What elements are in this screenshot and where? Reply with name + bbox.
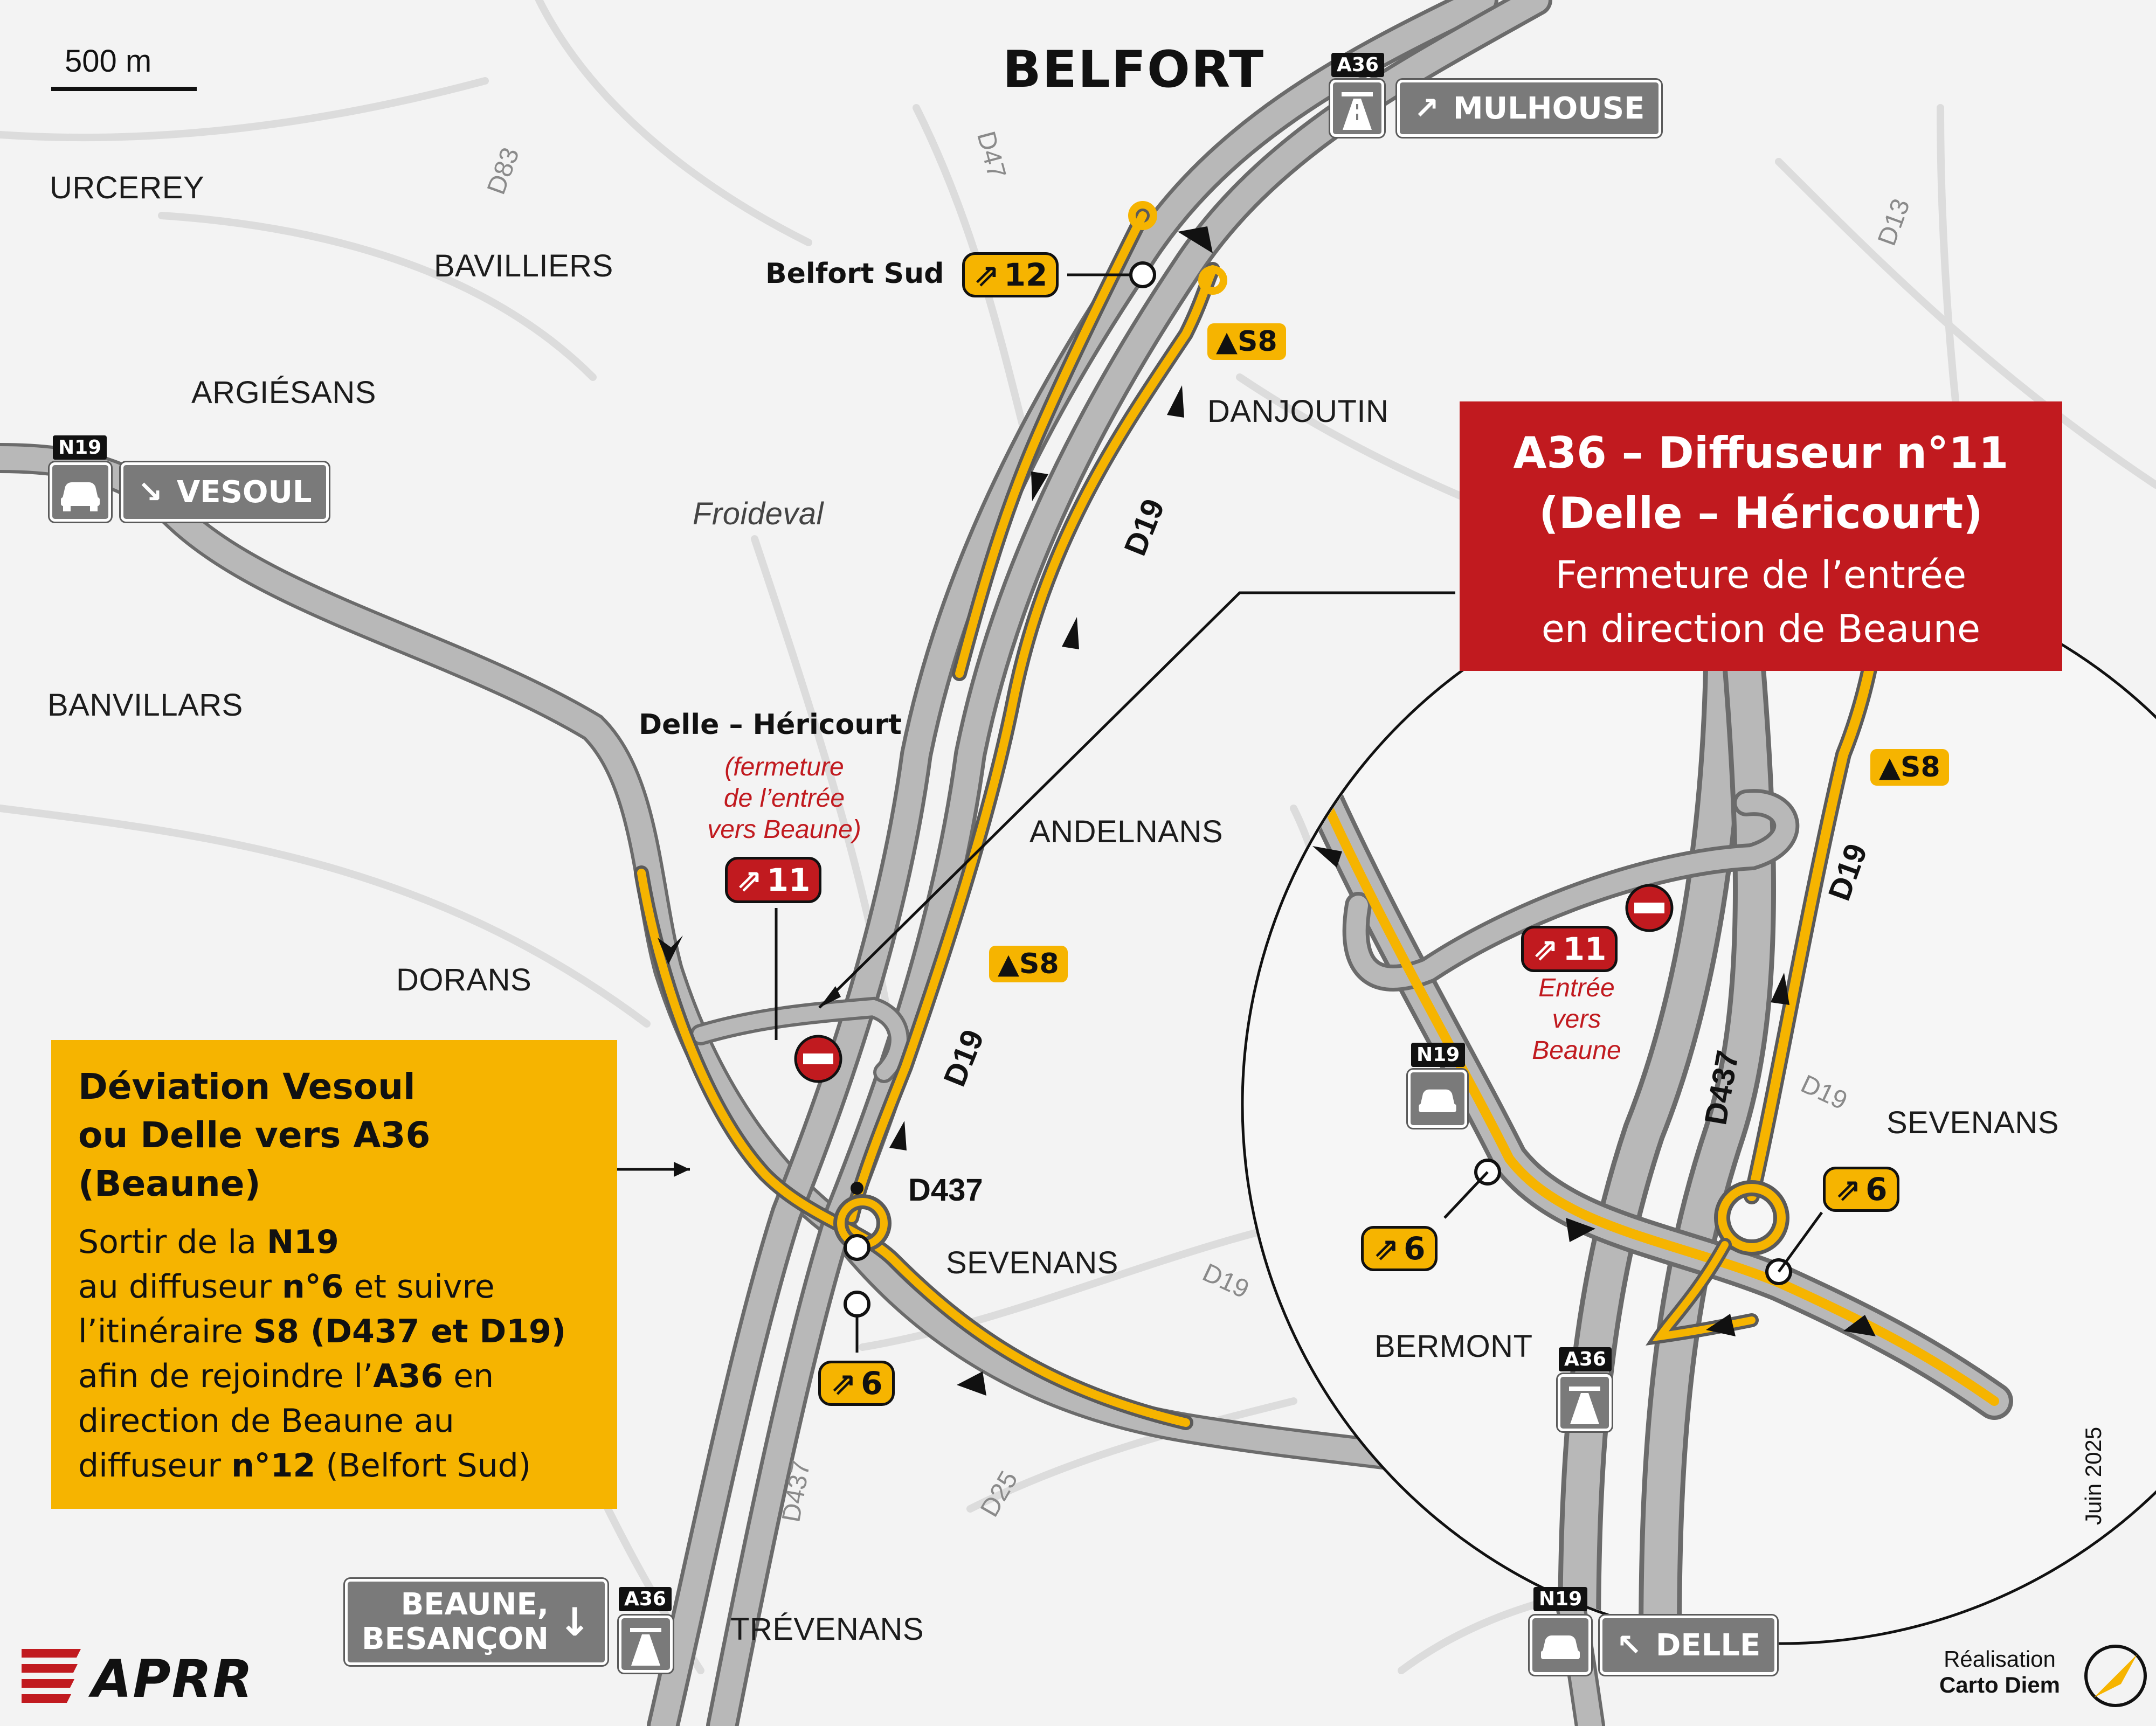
- exit-12-badge: ⇗12: [962, 252, 1059, 297]
- place-argiesans: ARGIÉSANS: [191, 375, 376, 410]
- road-d437-label: D437: [908, 1173, 983, 1208]
- detour-body: Sortir de la N19 au diffuseur n°6 et sui…: [78, 1223, 566, 1485]
- credit: Réalisation Carto Diem: [1939, 1646, 2061, 1697]
- a36-tag-north: A36: [1331, 53, 1384, 77]
- inset-circle: [1241, 564, 2156, 1645]
- place-froideval: Froideval: [693, 496, 824, 531]
- exit-6-badge-inset-right: ⇗6: [1823, 1167, 1899, 1212]
- junction-markers: [844, 261, 1156, 1318]
- place-sevenans: SEVENANS: [946, 1245, 1118, 1280]
- a36-motorway: [647, 0, 1552, 1726]
- place-banvillars: BANVILLARS: [47, 688, 243, 723]
- delle-hericourt-title: Delle – Héricourt: [639, 709, 902, 741]
- car-icon: [50, 462, 111, 522]
- detour-title-line1: Déviation Vesoul: [78, 1066, 416, 1107]
- motorway-icon-inset: [1558, 1374, 1612, 1431]
- triangle-up-icon: ▲: [1216, 325, 1238, 358]
- closure-subtitle-line1: Fermeture de l’entrée: [1555, 553, 1967, 597]
- place-bermont: BERMONT: [1374, 1329, 1533, 1364]
- n19-tag-south: N19: [1533, 1587, 1588, 1611]
- n19-tag-inset: N19: [1411, 1043, 1466, 1067]
- closure-title-line1: A36 – Diffuseur n°11: [1513, 428, 2009, 478]
- arrow-down-right-icon: ↘: [137, 474, 163, 510]
- s8-badge-mid: ▲S8: [989, 946, 1068, 982]
- detour-title-line3: (Beaune): [78, 1163, 261, 1204]
- destination-delle: ↖DELLE: [1600, 1616, 1778, 1675]
- inset-entry-note: Entrée vers Beaune: [1532, 974, 1621, 1065]
- closure-title-line2: (Delle – Héricourt): [1539, 488, 1983, 538]
- exit-6-badge-inset-left: ⇗6: [1361, 1226, 1438, 1271]
- destination-mulhouse: ↗MULHOUSE: [1397, 80, 1662, 137]
- motorway-icon: [1330, 80, 1384, 137]
- exit-6-badge: ⇗6: [818, 1361, 895, 1406]
- exit11-interchange: [690, 996, 910, 1083]
- belfort-sud-label: Belfort Sud: [765, 258, 944, 290]
- aprr-logo-mark: [22, 1649, 81, 1703]
- arrow-down-icon: ↓: [558, 1599, 591, 1645]
- arrow-up-right-icon: ↗: [1414, 91, 1439, 126]
- a36-tag-inset: A36: [1559, 1347, 1612, 1371]
- detour-box: Déviation Vesoul ou Delle vers A36 (Beau…: [51, 1040, 617, 1509]
- a36-tag-south: A36: [619, 1587, 672, 1611]
- exit-11-badge: ⇗11: [725, 857, 822, 903]
- aprr-brand: APRR: [92, 1649, 254, 1709]
- delle-hericourt-note: (fermeture de l’entrée vers Beaune): [707, 753, 861, 844]
- city-label: BELFORT: [1003, 40, 1265, 99]
- closure-box: A36 – Diffuseur n°11 (Delle – Héricourt)…: [1460, 401, 2062, 671]
- closure-subtitle-line2: en direction de Beaune: [1541, 607, 1981, 651]
- triangle-up-icon: ▲: [998, 948, 1019, 980]
- exit-icon: ⇗: [1532, 931, 1559, 967]
- place-andelnans: ANDELNANS: [1029, 814, 1224, 849]
- s8-badge-north: ▲S8: [1207, 323, 1286, 360]
- detour-route: [634, 201, 1227, 1430]
- place-danjoutin: DANJOUTIN: [1207, 394, 1389, 429]
- s8-badge-inset: ▲S8: [1870, 749, 1949, 786]
- exit-icon: ⇗: [973, 257, 1000, 293]
- place-sevenans-inset: SEVENANS: [1887, 1105, 2059, 1140]
- route-arrows: [658, 226, 1213, 1396]
- no-entry-icon-main: [794, 1035, 842, 1083]
- motorway-icon-south: [619, 1616, 673, 1673]
- place-trevenans: TRÉVENANS: [730, 1612, 924, 1647]
- exit-icon: ⇗: [830, 1365, 857, 1402]
- date-label: Juin 2025: [2081, 1426, 2106, 1525]
- place-bavilliers: BAVILLIERS: [434, 248, 613, 283]
- carto-diem-compass-icon: [2084, 1645, 2147, 1707]
- exit-11-badge-inset: ⇗11: [1521, 926, 1618, 972]
- scale-label: 500 m: [65, 44, 152, 79]
- car-icon-south: [1530, 1616, 1591, 1675]
- place-dorans: DORANS: [396, 962, 532, 997]
- exit-icon: ⇗: [1835, 1171, 1862, 1208]
- exit-icon: ⇗: [1373, 1230, 1400, 1267]
- destination-vesoul: ↘VESOUL: [121, 462, 329, 522]
- arrow-up-left-icon: ↖: [1616, 1627, 1642, 1663]
- n19-tag-west: N19: [53, 435, 107, 460]
- exit-icon: ⇗: [736, 862, 763, 898]
- destination-beaune: BEAUNE, BESANÇON ↓: [345, 1579, 608, 1665]
- place-urcerey: URCEREY: [50, 170, 205, 205]
- triangle-up-icon: ▲: [1879, 751, 1901, 784]
- detour-title-line2: ou Delle vers A36: [78, 1114, 431, 1156]
- car-icon-inset: [1408, 1070, 1467, 1128]
